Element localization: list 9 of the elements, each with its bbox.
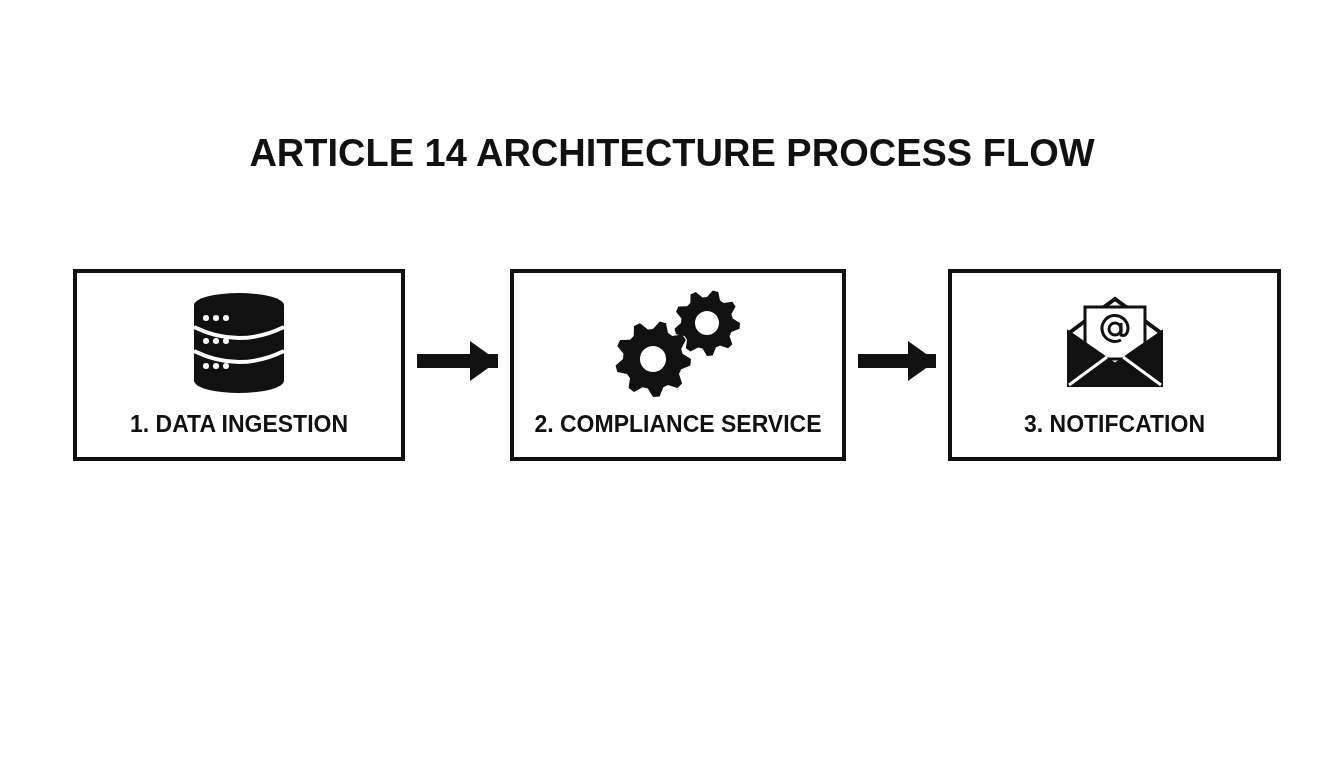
diagram-title: ARTICLE 14 ARCHITECTURE PROCESS FLOW bbox=[248, 132, 1096, 175]
process-box bbox=[948, 269, 1281, 461]
process-box bbox=[73, 269, 405, 461]
arrow bbox=[858, 341, 936, 381]
box-label: 2. COMPLIANCE SERVICE bbox=[533, 411, 823, 438]
process-box bbox=[510, 269, 846, 461]
box-label: 1. DATA INGESTION bbox=[128, 411, 350, 438]
box-label: 3. NOTIFCATION bbox=[1023, 411, 1206, 438]
arrow bbox=[417, 341, 498, 381]
